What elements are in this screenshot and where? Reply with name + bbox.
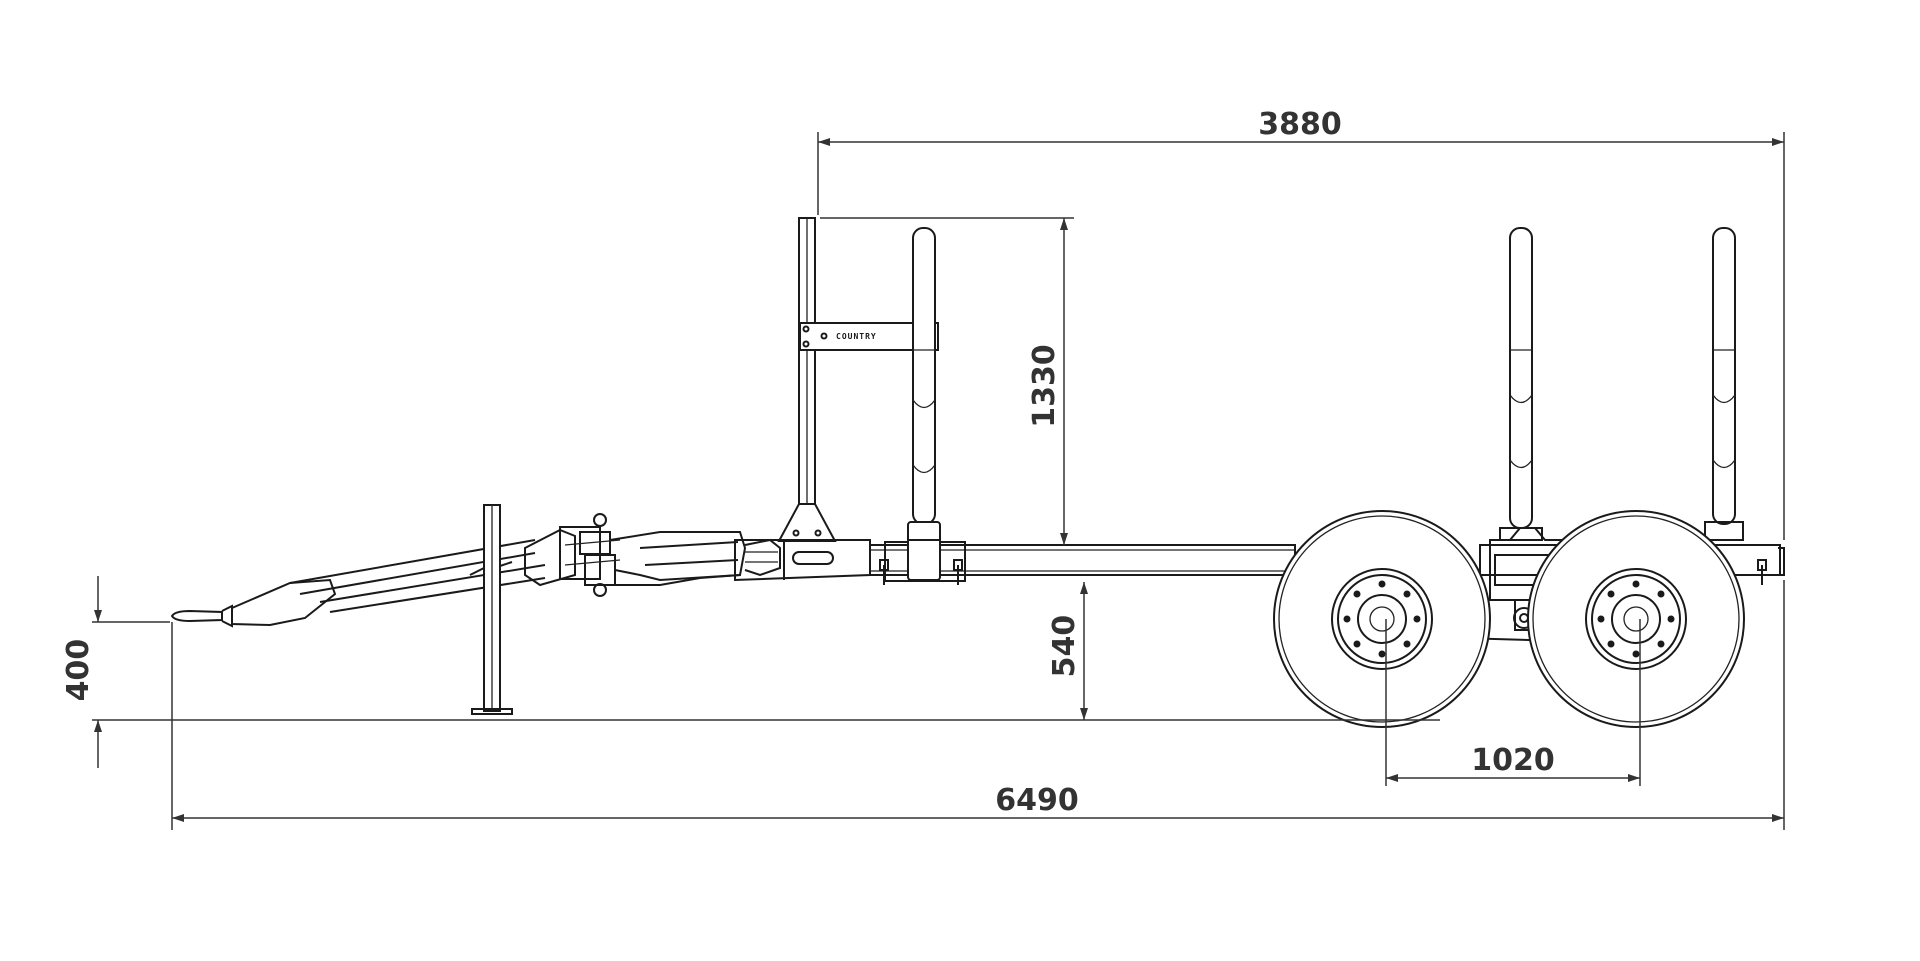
dimension-label-overall-length: 6490 [995,783,1079,818]
dimension-label-frame-height: 540 [1047,615,1082,678]
trailer-body: COUNTRY [92,217,1785,728]
frame-hooks [879,547,1785,585]
dimension-overall-length: 6490 [171,580,1785,830]
dimension-label-drawbar-height: 400 [61,639,96,702]
drawbar-tip [170,604,233,628]
dimension-stake-height: 1330 [820,217,1074,545]
stake-3 [1499,227,1543,541]
brand-plate-text: COUNTRY [836,332,877,341]
drawbar-cone [231,578,337,627]
drawbar-beams [289,539,546,613]
dimension-axle-spacing: 1020 [1385,619,1641,786]
rear-wheel-bolts [1597,580,1675,658]
stake-4 [1704,227,1744,541]
support-leg [469,504,513,715]
dimension-drawbar-height: 400 [61,576,170,768]
dimension-label-bunk-length: 3880 [1258,107,1342,142]
dimension-bunk-length: 3880 [817,107,1785,540]
rear-wheel [1527,510,1745,728]
hitch-assembly [524,513,781,597]
front-wheel [1273,510,1491,728]
dimension-label-axle-spacing: 1020 [1471,743,1555,778]
stake-2 [907,227,941,581]
dimension-label-stake-height: 1330 [1027,344,1062,428]
front-wheel-bolts [1343,580,1421,658]
dimension-frame-height: 540 [1047,582,1088,720]
front-stake [777,217,837,542]
